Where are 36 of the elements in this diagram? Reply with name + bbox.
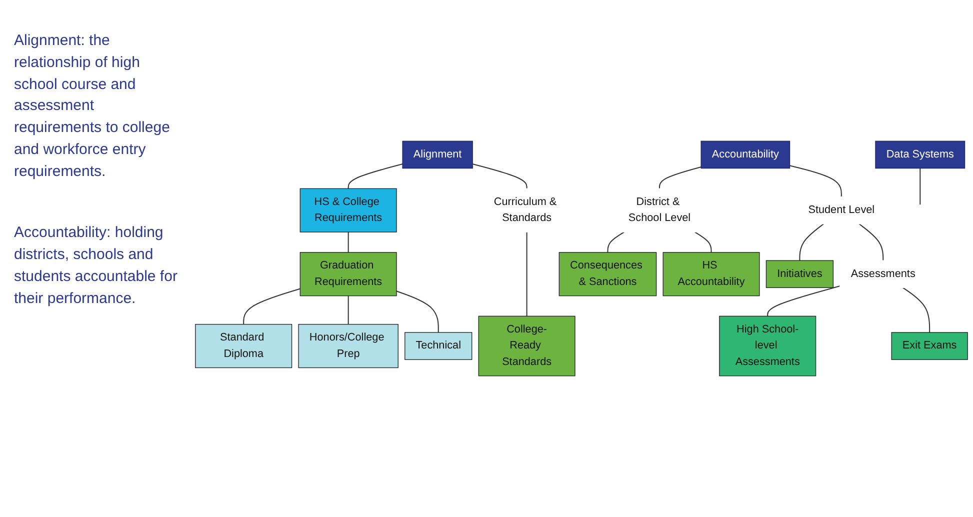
- connector: [694, 232, 712, 252]
- node-text: Curriculum & Standards: [494, 196, 557, 224]
- node-box: HS & College Requirements: [300, 188, 397, 232]
- connector: [920, 168, 921, 205]
- node-box: Consequences & Sanctions: [558, 252, 657, 296]
- node-box: HS Accountability: [662, 252, 760, 296]
- node-box: Standard Diploma: [195, 324, 292, 368]
- node-box: High School-level Assessments: [719, 316, 816, 376]
- connector: [348, 296, 349, 324]
- node-text: Assessments: [850, 268, 916, 280]
- node-box: Initiatives: [766, 260, 834, 288]
- node-box: Accountability: [700, 140, 790, 169]
- node-box: Alignment: [402, 140, 473, 169]
- connector: [799, 224, 824, 261]
- connector: [348, 232, 349, 252]
- node-box: Technical: [404, 332, 472, 360]
- connector: [348, 164, 403, 189]
- description-text: Accountability: holding districts, schools and students accountable for their performance.: [14, 223, 178, 308]
- node-box: Graduation Requirements: [300, 252, 397, 296]
- node-box: Data Systems: [875, 140, 966, 169]
- node-text: Student Level: [808, 204, 875, 216]
- connector: [858, 224, 884, 261]
- connector: [607, 232, 625, 252]
- description-text: Alignment: the relationship of high school course and assessment requirements to college and workforce entry requirements.: [14, 31, 171, 182]
- connector: [243, 288, 300, 324]
- node-box: College-Ready Standards: [478, 316, 576, 376]
- node-box: Exit Exams: [891, 332, 968, 360]
- connector: [790, 165, 842, 197]
- connector: [902, 287, 930, 332]
- connector: [659, 166, 702, 189]
- connector: [472, 164, 528, 189]
- connector: [526, 232, 528, 316]
- connector: [396, 290, 439, 332]
- connector: [767, 286, 840, 316]
- node-text: District & School Level: [628, 196, 691, 224]
- node-box: Honors/College Prep: [298, 324, 398, 368]
